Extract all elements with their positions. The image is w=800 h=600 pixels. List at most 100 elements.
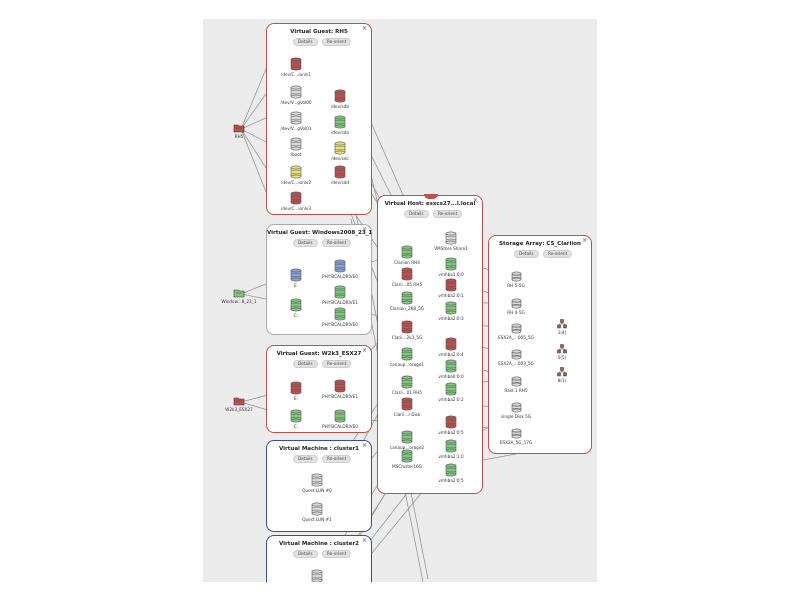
node-a-esx3[interactable]: ESX2A_...003_5G (486, 349, 546, 366)
node-label: RH5 (234, 134, 244, 139)
node-a-raid[interactable]: Raid 1 RH5 (486, 376, 546, 393)
storage-disk-icon (421, 359, 481, 373)
node-label: 1(4) (557, 330, 567, 335)
node-win-p0[interactable]: PHYSICALDRIVE0 (310, 259, 370, 279)
panel-host[interactable]: Virtual Host: esxcs27...l.local × Detail… (377, 194, 483, 494)
reorient-button[interactable]: Re-orient (322, 455, 352, 463)
node-h-v204[interactable]: vmhba2:0:4 (421, 337, 481, 357)
node-label: vmhba2:0:1 (438, 293, 464, 298)
node-label: E: (293, 283, 299, 288)
close-icon[interactable]: × (361, 25, 367, 32)
node-h-clarrh4[interactable]: Clariion RH4 (377, 245, 437, 265)
panel-w2k3[interactable]: Virtual Guest: W2k3_ESX27 × Details Re-o… (266, 345, 372, 433)
node-h-clardisk[interactable]: Clarii...r Disk (377, 397, 437, 417)
topology-canvas[interactable]: Virtual Guest: RH5 × Details Re-orient V… (203, 19, 597, 582)
node-label: /dev/sdd (330, 180, 350, 185)
close-icon[interactable]: × (581, 237, 587, 244)
node-h-v205[interactable]: vmhba2:0:5 (421, 463, 481, 483)
node-a-1-4[interactable]: 1(4) (532, 319, 592, 335)
node-win-p1[interactable]: PHYSICALDRIVE1 (310, 285, 370, 305)
node-label: ESX2A_...003_5G (498, 361, 534, 366)
node-h-v000[interactable]: vmhba0:0:0 (421, 359, 481, 379)
reorient-button[interactable]: Re-orient (543, 250, 573, 258)
details-button[interactable]: Details (293, 239, 318, 247)
node-h-v201[interactable]: vmhba2:0:1 (421, 278, 481, 298)
details-button[interactable]: Details (514, 250, 539, 258)
panel-win[interactable]: Virtual Guest: Windows2008_23_1 × Detail… (266, 224, 372, 335)
close-icon[interactable]: × (361, 226, 367, 233)
details-button[interactable]: Details (293, 550, 318, 558)
node-w2k-root[interactable]: W2k3_ESX27 (209, 396, 269, 412)
node-a-rh45[interactable]: RH 4-5G (486, 298, 546, 315)
panel-rh5[interactable]: Virtual Guest: RH5 × Details Re-orient (266, 23, 372, 215)
close-icon[interactable]: × (361, 347, 367, 354)
details-button[interactable]: Details (293, 455, 318, 463)
node-rh5-root[interactable]: RH5 (209, 123, 269, 139)
node-a-esx17[interactable]: ESX2A_5G_17G (486, 428, 546, 445)
storage-disk-icon (486, 402, 546, 413)
node-h-clar2k8[interactable]: Clariion_2K8_5G (377, 291, 437, 311)
reorient-button[interactable]: Re-orient (433, 210, 463, 218)
node-rh5-v00[interactable]: /dev/V...gVol00 (266, 85, 326, 105)
storage-disk-icon (377, 375, 437, 389)
node-a-single[interactable]: single Disk 5G (486, 402, 546, 419)
node-rh5-sda[interactable]: /dev/sda (310, 115, 370, 135)
details-button[interactable]: Details (293, 360, 318, 368)
node-h-clarrh5[interactable]: Clarii...05 RH5 (377, 267, 437, 287)
node-h-vmshare[interactable]: VMStore Share1 (421, 231, 481, 251)
node-rh5-c2[interactable]: /dev/C...ionlv2 (266, 165, 326, 185)
node-a-5-5[interactable]: 5(5) (532, 344, 592, 360)
node-h-mscl[interactable]: MSCluster16G (377, 449, 437, 469)
node-h-canar1[interactable]: canaup...orage1 (377, 347, 437, 367)
node-rh5-v01[interactable]: /dev/V...gVol01 (266, 111, 326, 131)
node-h-v210[interactable]: vmhba2:1:0 (421, 439, 481, 459)
node-label: vmhba2:0:2 (438, 397, 464, 402)
node-rh5-sdc[interactable]: /dev/sdc (310, 141, 370, 161)
reorient-button[interactable]: Re-orient (322, 550, 352, 558)
node-rh5-c3[interactable]: /dev/C...ionlv3 (266, 191, 326, 211)
node-w2k-p0[interactable]: PHYSICALDRIVE0 (310, 409, 370, 429)
storage-disk-icon (377, 449, 437, 463)
storage-disk-icon (421, 337, 481, 351)
close-icon[interactable]: × (361, 442, 367, 449)
details-button[interactable]: Details (404, 210, 429, 218)
node-w2k-p1[interactable]: PHYSICALDRIVE1 (310, 379, 370, 399)
node-c1-1[interactable]: Quest LUN #1 (287, 502, 347, 522)
node-win-c[interactable]: C: (266, 298, 326, 318)
node-w2k-e[interactable]: E: (266, 381, 326, 401)
node-h-v100[interactable]: vmhba1:0:0 (421, 257, 481, 277)
node-rh5-boot[interactable]: /boot (266, 137, 326, 157)
node-label: E: (293, 396, 299, 401)
storage-disk-icon (287, 473, 347, 487)
reorient-button[interactable]: Re-orient (322, 360, 352, 368)
node-win-root[interactable]: Window...8_23_1 (209, 288, 269, 304)
panel-array[interactable]: Storage Array: CS_Clariion × Details Re-… (488, 235, 592, 454)
node-rh5-sdd[interactable]: /dev/sdd (310, 165, 370, 185)
storage-disk-icon (310, 379, 370, 393)
node-h-clar2k3[interactable]: Clarii...2k3_5G (377, 320, 437, 340)
node-label: Clarii...r Disk (393, 412, 421, 417)
node-a-rh55[interactable]: RH 5-5G (486, 271, 546, 288)
node-rh5-sdb[interactable]: /dev/sdb (310, 89, 370, 109)
node-c1-0[interactable]: Quest LUN #0 (287, 473, 347, 493)
node-h-v203[interactable]: vmhba2:0:3 (421, 301, 481, 321)
details-button[interactable]: Details (293, 38, 318, 46)
node-rh5-c1[interactable]: /dev/C...ionlv1 (266, 57, 326, 77)
node-win-e[interactable]: E: (266, 268, 326, 288)
panel-title: Virtual Guest: W2k3_ESX27 (276, 351, 362, 357)
node-a-8-1[interactable]: 8(1) (532, 367, 592, 383)
node-h-canar2[interactable]: canaup...orage2 (377, 430, 437, 450)
close-icon[interactable]: × (361, 537, 367, 544)
close-icon[interactable]: × (472, 197, 478, 204)
node-win-p2[interactable]: PHYSICALDRIVE0 (310, 307, 370, 327)
panel-c2[interactable]: Virtual Machine : cluster2 × Details Re-… (266, 535, 372, 582)
node-w2k-c[interactable]: C: (266, 409, 326, 429)
node-h-v205b[interactable]: vmhba2:0:5 (421, 415, 481, 435)
node-h-v202[interactable]: vmhba2:0:2 (421, 382, 481, 402)
node-a-esx5[interactable]: ESX2A_...005_5G (486, 323, 546, 340)
storage-disk-icon[interactable] (287, 569, 347, 582)
node-label: /dev/V...gVol01 (280, 126, 312, 131)
node-h-clarrh5b[interactable]: Clarii...01 RH5 (377, 375, 437, 395)
reorient-button[interactable]: Re-orient (322, 38, 352, 46)
reorient-button[interactable]: Re-orient (322, 239, 352, 247)
